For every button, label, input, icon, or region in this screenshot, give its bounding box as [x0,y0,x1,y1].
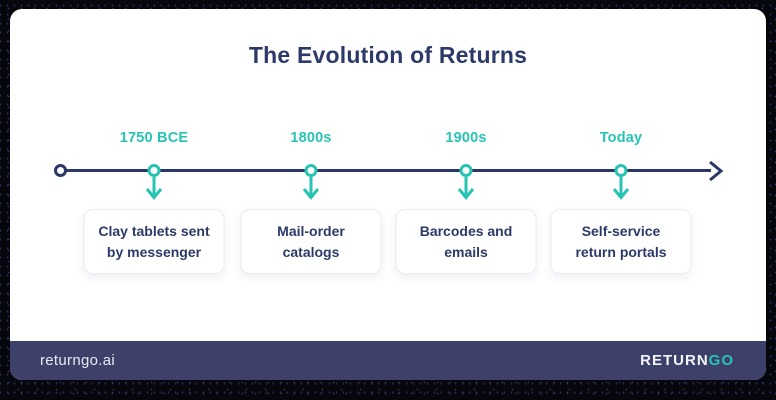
arrow-down-icon [302,177,320,200]
milestone-text-line1: Barcodes and [419,222,513,239]
milestone-year-label: 1800s [290,130,332,146]
milestone-card: Mail-order catalogs [240,209,382,274]
milestone-year-label: 1900s [445,130,487,146]
milestone-dot [147,164,161,177]
milestone-text-line2: by messenger [106,243,202,260]
logo-text-go: GO [708,352,734,369]
milestone-year-label: Today [599,130,643,146]
milestone-text-line2: catalogs [282,243,340,260]
milestone-dot [614,164,628,177]
milestone-text-line2: emails [444,243,488,260]
page-title: The Evolution of Returns [248,42,528,68]
footer-bar: returngo.ai RETURNGO [10,341,766,380]
milestone-text-line1: Mail-order [277,222,345,239]
arrow-right-icon [709,160,724,182]
timeline-start-dot [54,164,67,177]
milestone-card: Barcodes and emails [395,209,537,274]
footer-site-url: returngo.ai [40,352,116,369]
logo-text-return: RETURN [640,352,709,369]
milestone-dot [459,164,473,177]
returngo-logo: RETURNGO [640,352,734,369]
milestone-text-line2: return portals [575,243,667,260]
milestone-card: Clay tablets sent by messenger [83,209,225,274]
milestone-year-label: 1750 BCE [119,130,189,146]
infographic-card: The Evolution of Returns 1750 BCE Clay t… [10,9,766,380]
milestone-text-line1: Clay tablets sent [98,222,210,239]
arrow-down-icon [145,177,163,200]
arrow-down-icon [457,177,475,200]
milestone-dot [304,164,318,177]
milestone-card: Self-service return portals [550,209,692,274]
arrow-down-icon [612,177,630,200]
milestone-text-line1: Self-service [581,222,661,239]
timeline-line [61,169,711,172]
